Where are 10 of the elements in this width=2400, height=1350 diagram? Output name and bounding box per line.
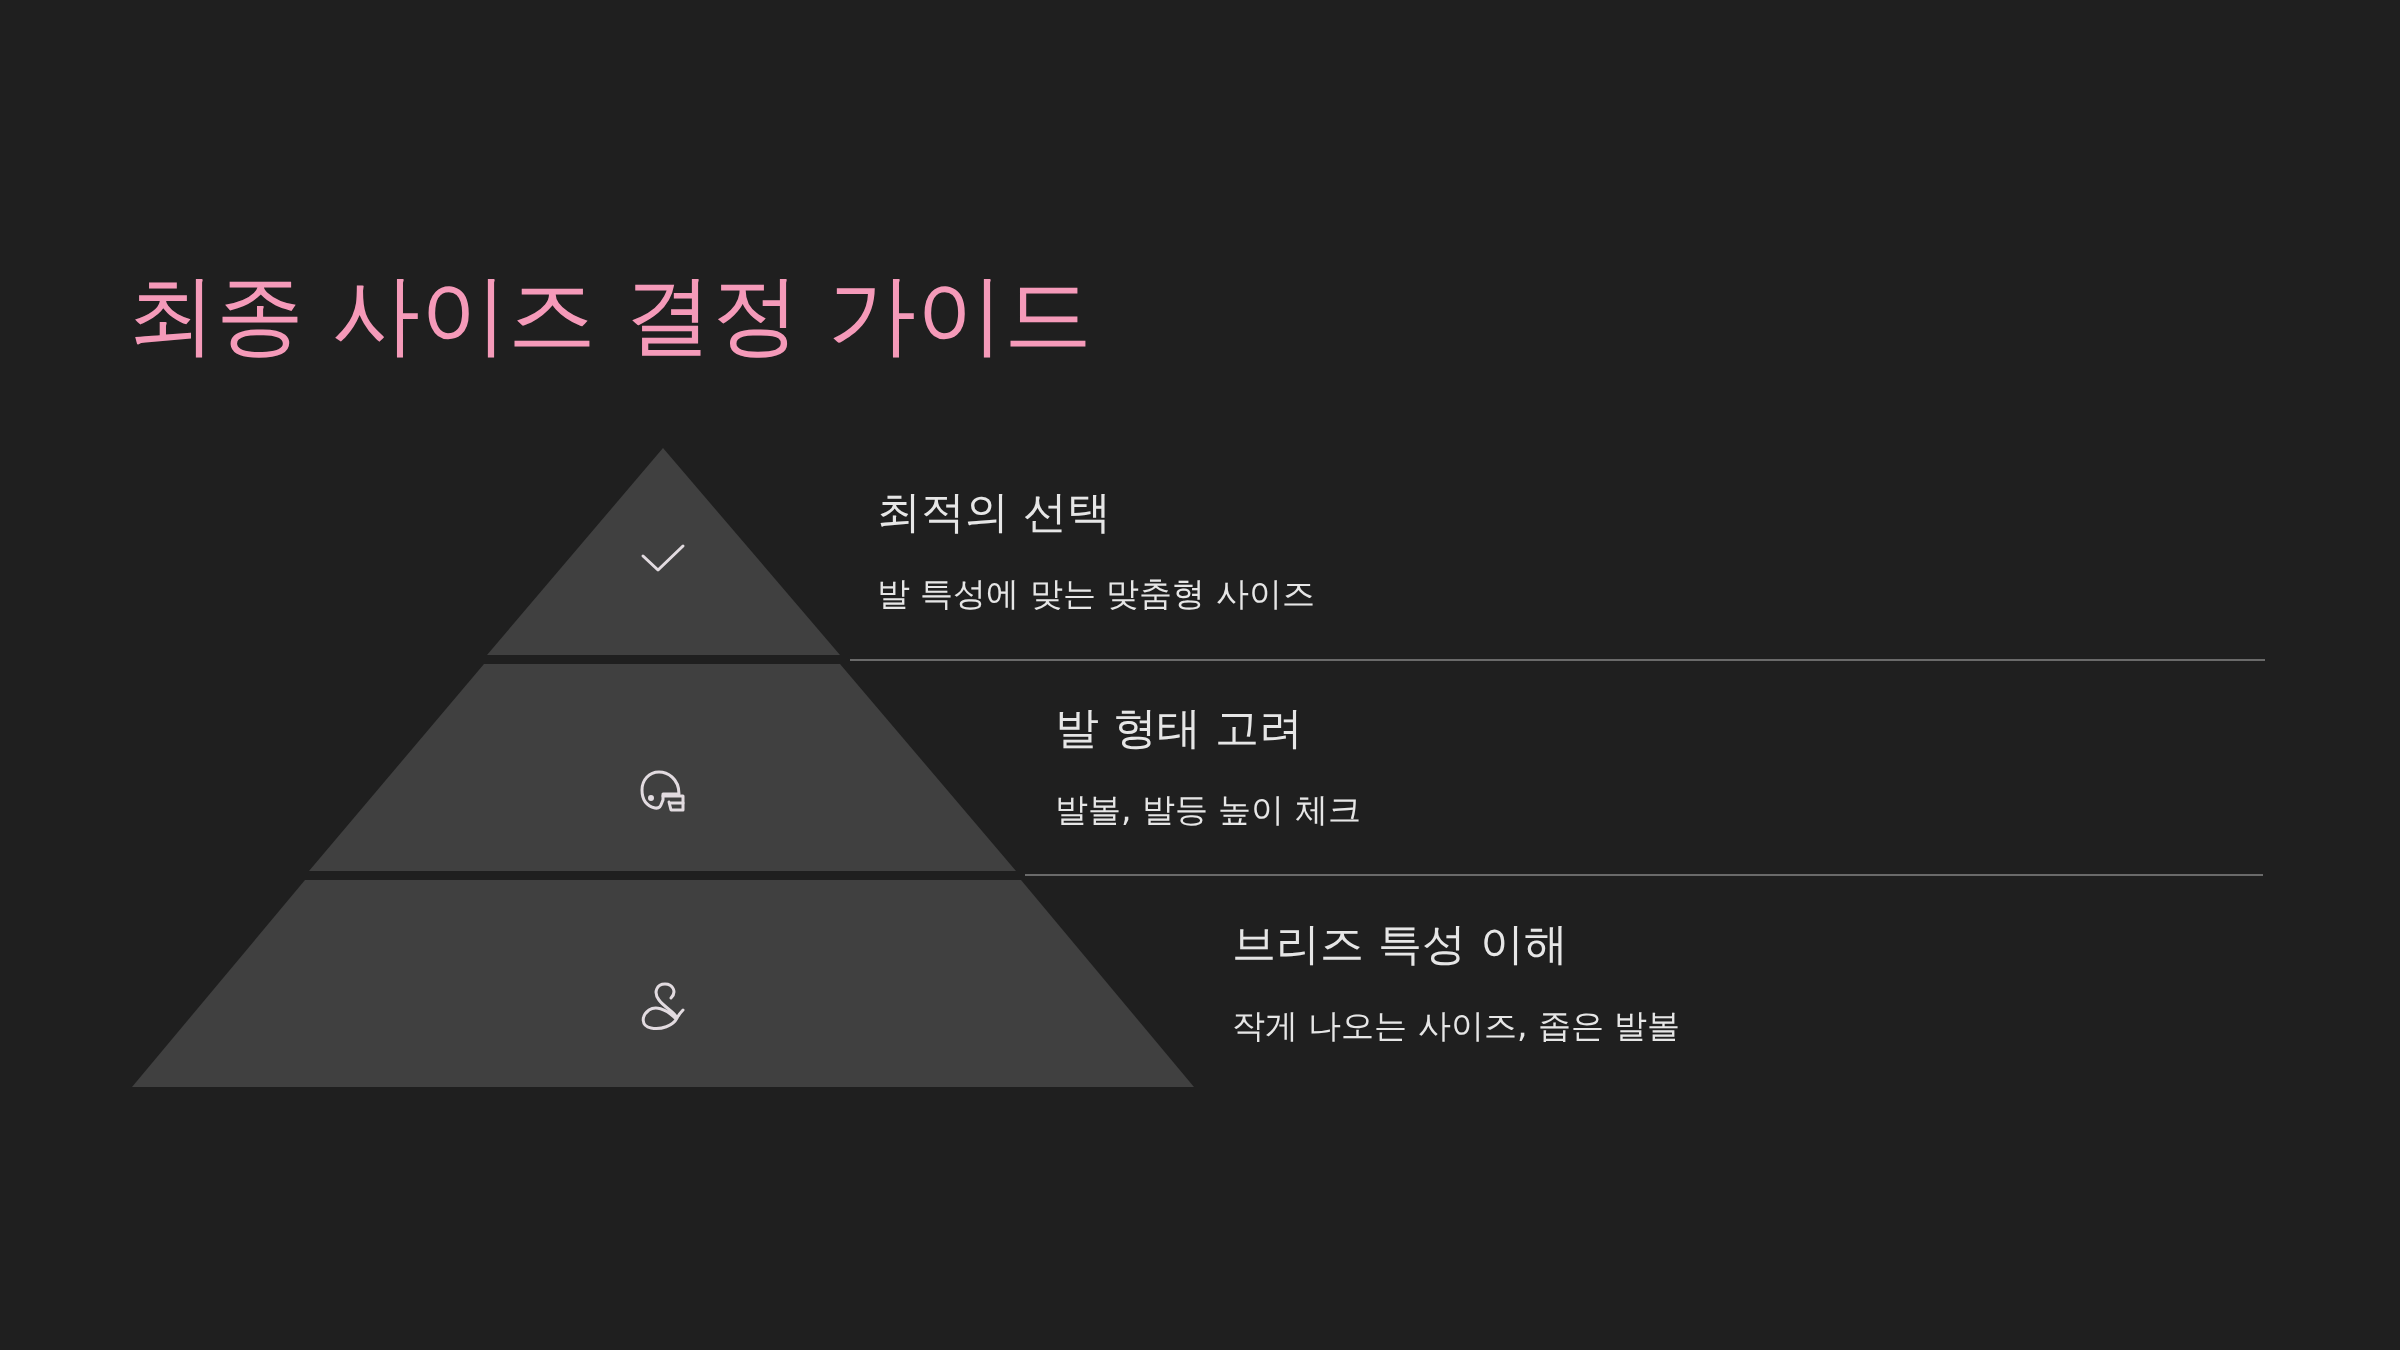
title: 최종 사이즈 결정 가이드 (128, 262, 1092, 368)
tier-heading: 브리즈 특성 이해 (1232, 918, 1568, 971)
tier-description: 발볼, 발등 높이 체크 (1055, 790, 1361, 830)
pyramid-tier (309, 664, 1016, 871)
pyramid-tier (132, 880, 1194, 1087)
tier-description: 작게 나오는 사이즈, 좁은 발볼 (1232, 1006, 1681, 1046)
tier-heading: 발 형태 고려 (1055, 702, 1303, 755)
tier-heading: 최적의 선택 (877, 486, 1111, 539)
tier-description: 발 특성에 맞는 맞춤형 사이즈 (877, 574, 1315, 614)
pyramid-top-triangle (487, 448, 840, 655)
